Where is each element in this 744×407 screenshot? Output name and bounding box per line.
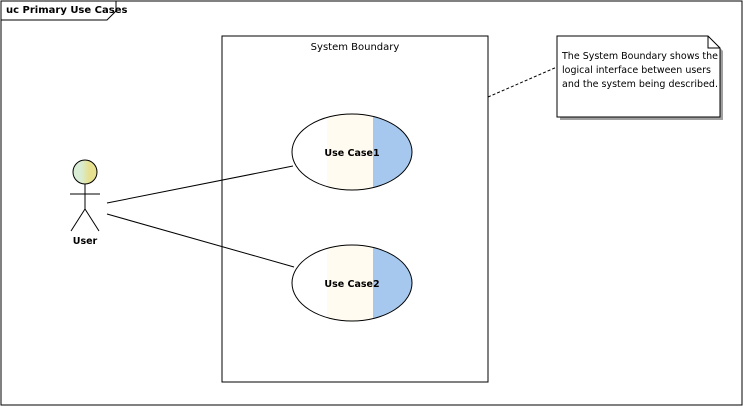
system-boundary-label: System Boundary [311, 42, 400, 53]
note-link[interactable] [487, 66, 558, 98]
use-case-1[interactable]: Use Case1 [291, 110, 415, 194]
note-text: The System Boundary shows the logical in… [561, 51, 721, 90]
system-boundary[interactable] [221, 35, 489, 383]
actor-leg-right [84, 208, 100, 232]
use-case-2-label: Use Case2 [324, 279, 379, 290]
frame-title-tab [1, 1, 117, 21]
actor-label: User [73, 236, 98, 247]
use-case-1-label: Use Case1 [324, 148, 379, 159]
note-fold [707, 36, 720, 49]
note-body [556, 35, 721, 118]
frame-title: uc Primary Use Cases [6, 5, 127, 16]
actor-leg-left [70, 208, 86, 232]
association-user-usecase1[interactable] [106, 165, 294, 204]
actor-user[interactable]: User [70, 159, 100, 247]
association-user-usecase2[interactable] [106, 213, 295, 268]
note[interactable]: The System Boundary shows the logical in… [556, 35, 723, 120]
